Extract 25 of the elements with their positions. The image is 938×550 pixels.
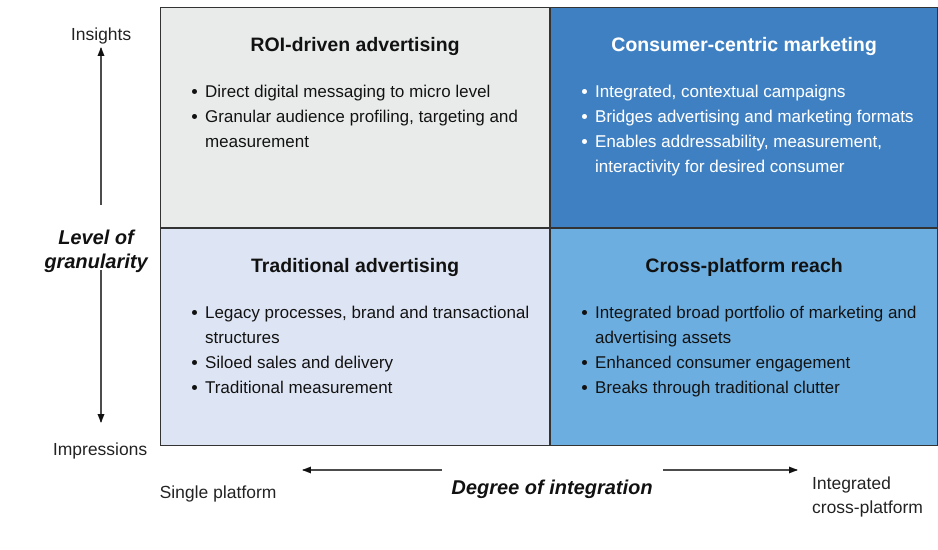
axis-title: Level of granularity <box>43 226 150 274</box>
bullet-item: Direct digital messaging to micro level <box>189 79 490 104</box>
quadrant-heading: Traditional advertising <box>250 255 460 278</box>
bullet-item: Enhanced consumer engagement <box>579 350 850 375</box>
bullet-item: Siloed sales and delivery <box>189 350 394 375</box>
axis-label: Single platform <box>158 481 278 504</box>
bullet-item: Enables addressability, measurement, interactivity for desired consumer <box>579 129 927 179</box>
axis-label: Impressions <box>52 438 148 461</box>
axis-label: Insights <box>70 23 132 46</box>
bullet-item: Traditional measurement <box>189 375 392 400</box>
bullet-item: Integrated broad portfolio of marketing and advertising assets <box>579 300 927 350</box>
quadrant-heading: Cross-platform reach <box>644 255 844 278</box>
axis-title: Degree of integration <box>450 476 654 500</box>
bullet-item: Legacy processes, brand and transactional structures <box>189 300 539 350</box>
bullet-item: Bridges advertising and marketing formats <box>579 104 914 129</box>
bullet-item: Granular audience profiling, targeting and measurement <box>189 104 539 154</box>
quadrant-heading: ROI-driven advertising <box>249 34 461 57</box>
quadrant-panel <box>160 7 550 228</box>
quadrant-panel <box>550 7 938 228</box>
quadrant-panel <box>160 228 550 446</box>
axis-label: Integrated cross-platform <box>812 472 924 519</box>
bullet-item: Integrated, contextual campaigns <box>579 79 846 104</box>
quadrant-heading: Consumer-centric marketing <box>610 34 878 57</box>
quadrant-panel <box>550 228 938 446</box>
bullet-item: Breaks through traditional clutter <box>579 375 840 400</box>
